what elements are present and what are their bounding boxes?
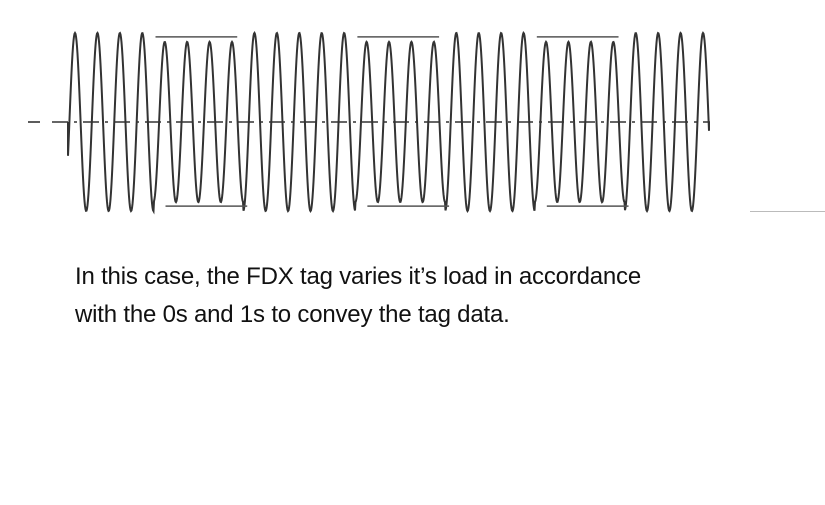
caption-line-2: with the 0s and 1s to convey the tag dat… [75, 301, 510, 328]
load-modulation-waveform [28, 30, 710, 215]
divider-line [750, 211, 825, 212]
caption-text: In this case, the FDX tag varies it’s lo… [75, 258, 641, 334]
caption-line-1: In this case, the FDX tag varies it’s lo… [75, 263, 641, 290]
carrier-wave [67, 30, 710, 215]
